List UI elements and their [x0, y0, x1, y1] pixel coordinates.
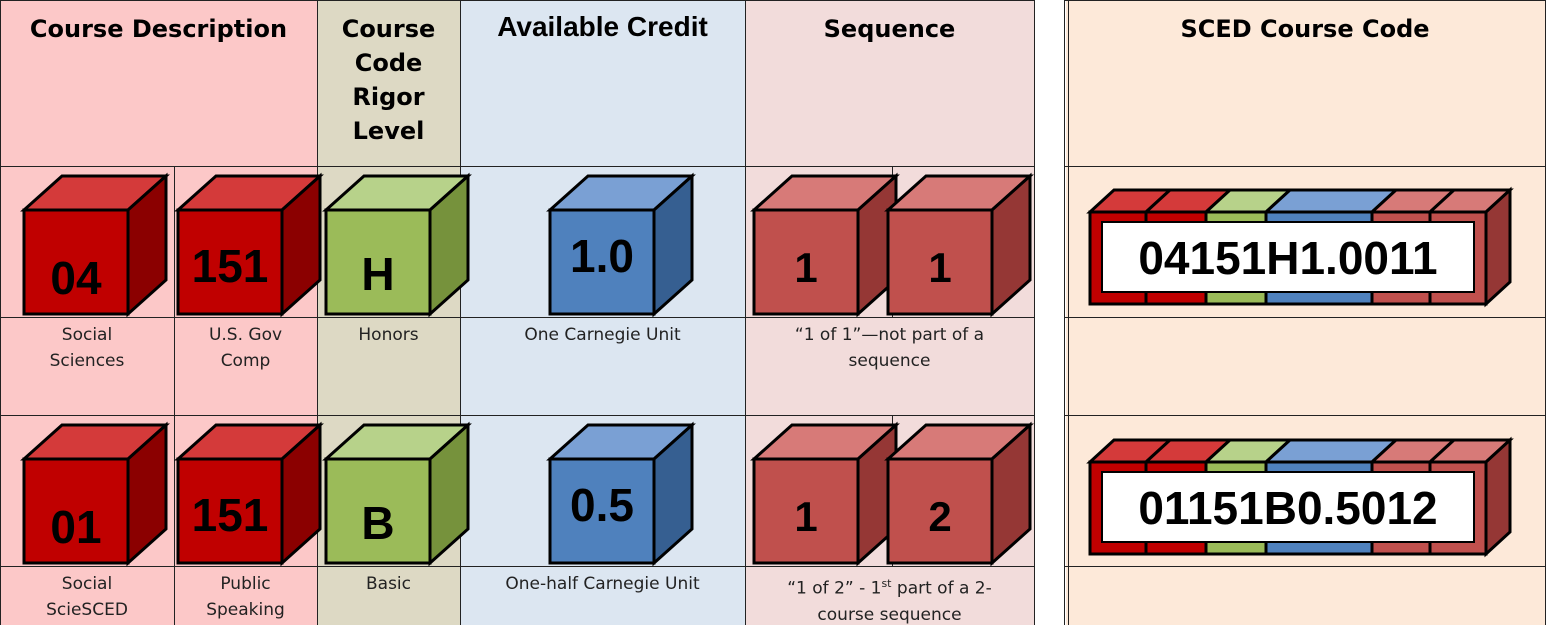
grid-line	[0, 0, 1034, 1]
rigor-label: Honors	[358, 325, 419, 345]
sced-code-text: 01151B0.5012	[1138, 482, 1437, 534]
grid-line	[0, 566, 1034, 567]
grid-line	[1064, 166, 1546, 167]
sced-code-bar: 04151H1.0011	[1086, 186, 1514, 308]
header-line: Rigor	[352, 83, 425, 111]
cube-label: 04	[50, 252, 102, 304]
grid-line	[460, 0, 461, 625]
credit-label: One Carnegie Unit	[524, 325, 681, 345]
label-suffix: part of a 2-	[891, 578, 992, 599]
grid-line	[1064, 415, 1546, 416]
cube-label: H	[361, 248, 394, 300]
course-number-cube: 151	[176, 423, 322, 565]
grid-line	[1064, 566, 1546, 567]
sequence-label: “1 of 1”—not part of a sequence	[745, 320, 1034, 374]
label-prefix: “1 of 2” - 1	[787, 578, 882, 599]
cube-label: 151	[192, 240, 269, 292]
grid-line	[0, 0, 1, 625]
sequence-cube-a: 1	[752, 423, 898, 565]
subject-code-cube: 01	[22, 423, 168, 565]
label-line: “1 of 1”—not part of a	[794, 325, 985, 345]
label-line: Public	[220, 574, 271, 594]
grid-line	[1034, 0, 1035, 625]
label-line: Speaking	[206, 600, 285, 620]
sequence-label: “1 of 2” - 1st part of a 2- course seque…	[745, 569, 1034, 628]
label-line: sequence	[848, 351, 931, 371]
course-label: Public Speaking	[174, 569, 317, 623]
rigor-label: Basic	[365, 574, 411, 594]
label-line: U.S. Gov	[208, 325, 283, 345]
cube-label: 2	[928, 493, 951, 540]
course-number-cube: 151	[176, 174, 322, 316]
grid-line	[1064, 0, 1065, 625]
cube-label: 1	[794, 244, 817, 291]
cube-label: 1	[928, 244, 951, 291]
grid-line	[745, 0, 746, 625]
credit-cube: 1.0	[548, 174, 694, 316]
cube-label: 151	[192, 489, 269, 541]
sequence-cube-b: 2	[886, 423, 1032, 565]
grid-line	[0, 415, 1034, 416]
label-line: Comp	[220, 351, 271, 371]
label-line: Social	[61, 325, 113, 345]
sced-code-text: 04151H1.0011	[1138, 232, 1437, 284]
grid-line	[1064, 0, 1546, 1]
header-sced-course-code: SCED Course Code	[1180, 15, 1430, 43]
subject-label: Social Sciences	[0, 320, 174, 374]
sequence-cube-a: 1	[752, 174, 898, 316]
grid-line	[0, 317, 1034, 318]
cube-label: 0.5	[570, 479, 634, 531]
label-line: Social	[61, 574, 113, 594]
label-line: Sciences	[49, 351, 125, 371]
course-label: U.S. Gov Comp	[174, 320, 317, 374]
cube-label: 1	[794, 493, 817, 540]
sequence-cube-b: 1	[886, 174, 1032, 316]
label-line: ScieSCED	[46, 600, 128, 620]
cube-label: B	[361, 497, 394, 549]
header-sequence: Sequence	[823, 15, 956, 43]
label-line: course sequence	[817, 604, 962, 625]
subject-code-cube: 04	[22, 174, 168, 316]
label-line: “1 of 2” - 1st part of a 2-	[745, 571, 1034, 602]
sced-code-bar: 01151B0.5012	[1086, 436, 1514, 558]
header-course-description: Course Description	[29, 15, 288, 43]
grid-line	[174, 166, 175, 625]
header-course-code-rigor: Course Code Rigor Level	[317, 0, 460, 166]
cube-label: 01	[50, 501, 101, 553]
header-line: Level	[352, 117, 425, 145]
grid-line	[1068, 0, 1069, 625]
rigor-cube: H	[324, 174, 470, 316]
header-line: Code	[354, 49, 423, 77]
header-available-credit: Available Credit	[497, 11, 708, 42]
subject-label: Social ScieSCED	[0, 569, 174, 623]
label-ordinal-suffix: st	[881, 577, 892, 590]
cube-label: 1.0	[570, 230, 634, 282]
credit-label: One-half Carnegie Unit	[505, 574, 700, 594]
rigor-cube: B	[324, 423, 470, 565]
grid-line	[0, 166, 1034, 167]
grid-line	[1064, 317, 1546, 318]
grid-line	[317, 0, 318, 625]
credit-cube: 0.5	[548, 423, 694, 565]
header-line: Course	[341, 15, 436, 43]
